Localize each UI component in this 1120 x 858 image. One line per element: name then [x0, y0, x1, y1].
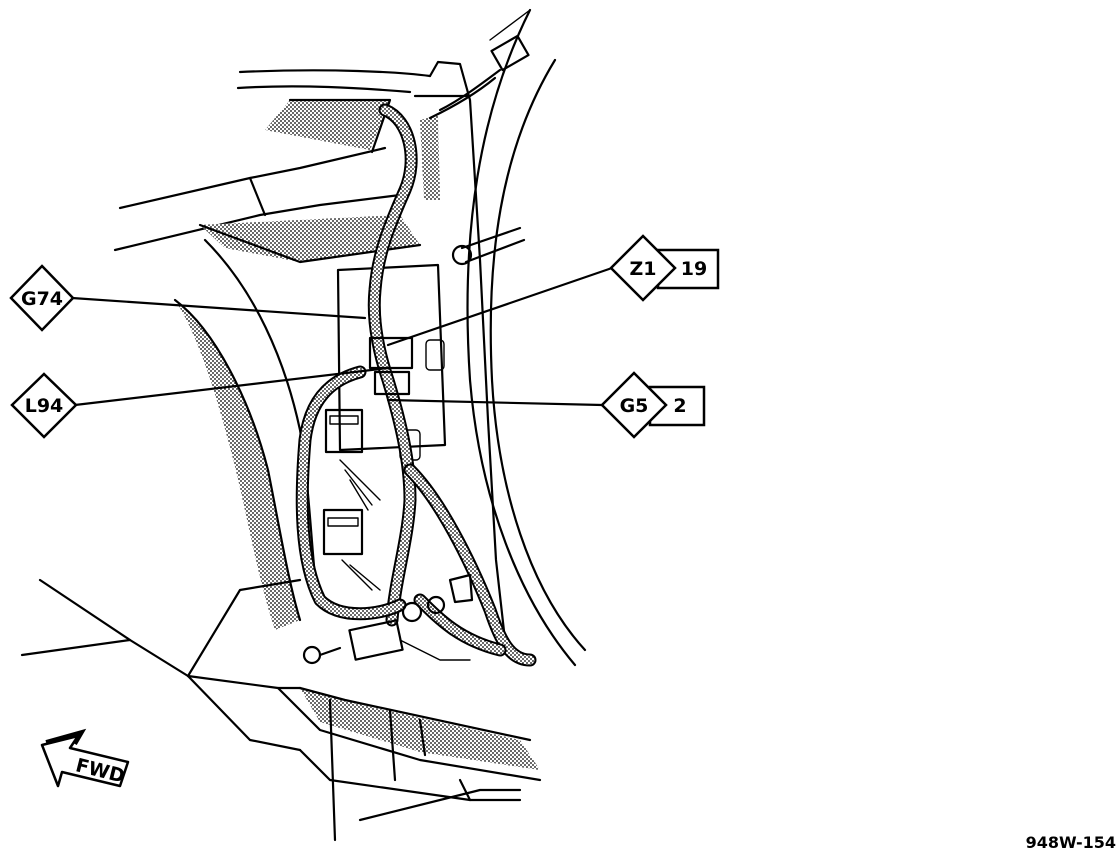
callout-l94-label: L94	[25, 395, 64, 417]
vehicle-body-panel	[20, 8, 587, 842]
forward-arrow-icon: FWD	[40, 728, 130, 788]
leader-lines	[70, 266, 614, 407]
callout-g5-pin: 2	[673, 395, 686, 417]
callout-g74-label: G74	[21, 288, 63, 310]
callout-g74: G74	[9, 264, 75, 332]
callout-z1-label: Z1	[630, 258, 657, 280]
callout-z1-pin: 19	[681, 258, 707, 280]
callout-g5-label: G5	[620, 395, 649, 417]
figure-id: 948W-154	[1025, 833, 1116, 852]
callout-l94: L94	[10, 372, 78, 439]
callout-g5: G5 2	[600, 371, 706, 439]
wire-harness	[295, 103, 537, 667]
callout-z1: Z1 19	[609, 234, 720, 302]
